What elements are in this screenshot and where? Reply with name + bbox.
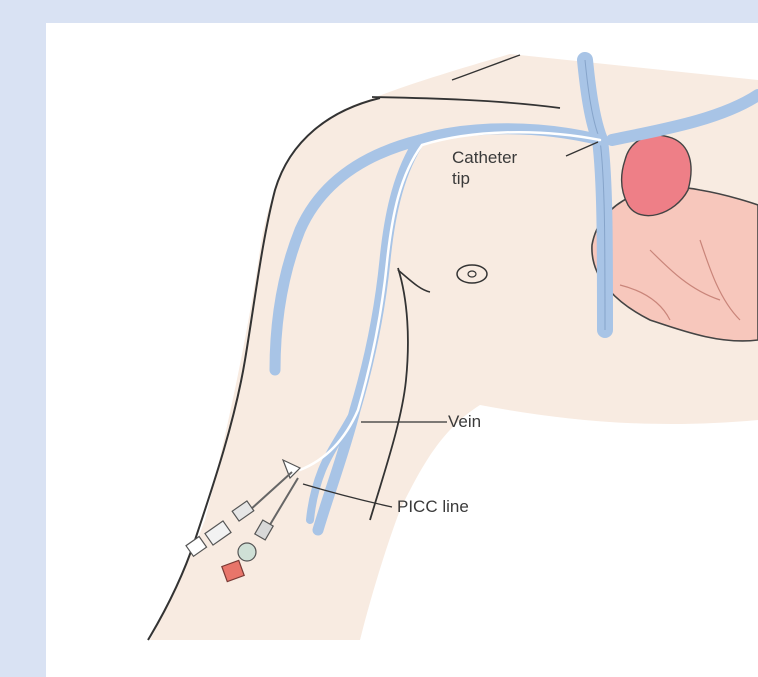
catheter-tip-label-line1: Catheter: [452, 148, 518, 167]
catheter-tip-label-line2: tip: [452, 169, 470, 188]
picc-line-label: PICC line: [397, 497, 469, 516]
vein-label: Vein: [448, 412, 481, 431]
